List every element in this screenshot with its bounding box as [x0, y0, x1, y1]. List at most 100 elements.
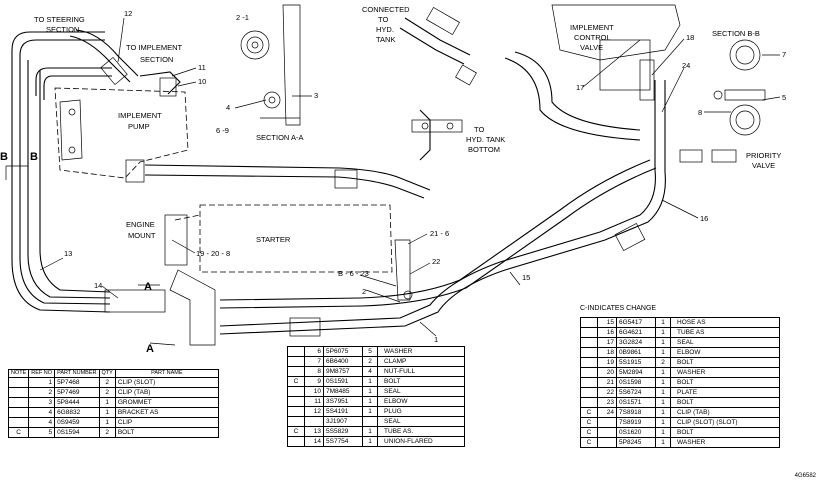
column-header-note: NOTE	[7, 369, 30, 378]
cell-part-name: CLIP (TAB)	[670, 407, 780, 418]
section-bb-clip	[713, 39, 766, 136]
cell-part-name: BOLT	[670, 357, 780, 368]
drawing-reference-number: 4G6582	[794, 473, 816, 479]
cell-qty: 1	[362, 376, 378, 387]
cell-qty: 1	[655, 427, 671, 438]
cell-part-name: GROMMET	[114, 397, 219, 408]
cell-ref-no: 19	[597, 357, 617, 368]
label-19-20-8: 19 - 20 - 8	[196, 249, 230, 258]
cell-part-name: WASHER	[377, 346, 465, 357]
cell-note	[287, 386, 305, 397]
cell-part-number: 0S1571	[616, 397, 656, 408]
tank-return-line	[399, 6, 477, 161]
cell-ref-no: 22	[597, 387, 617, 398]
priority-valve-fitting	[679, 149, 737, 163]
cell-note: C	[580, 407, 598, 418]
cell-ref-no: 5	[28, 427, 56, 438]
cell-ref-no: 18	[597, 347, 617, 358]
cell-part-name: NUT-FULL	[377, 366, 465, 377]
cell-part-number: 9M8757	[323, 366, 363, 377]
cell-note	[580, 357, 598, 368]
cell-part-name: BOLT	[377, 376, 465, 387]
label-control: CONTROL	[574, 33, 611, 42]
cell-qty: 1	[362, 406, 378, 417]
cell-part-number: 5M2894	[616, 367, 656, 378]
cell-ref-no: 16	[597, 327, 617, 338]
cell-qty: 2	[362, 356, 378, 367]
cell-ref-no: 4	[28, 417, 56, 428]
cell-part-name: CLIP (SLOT)	[114, 377, 219, 388]
cell-note	[580, 387, 598, 398]
cell-note	[580, 337, 598, 348]
cell-ref-no: 20	[597, 367, 617, 378]
label-5: 5	[782, 93, 786, 102]
cell-part-name: CLIP (SLOT) (SLOT)	[670, 417, 780, 428]
cell-part-name: WASHER	[670, 437, 780, 448]
label-6-9: 6 -9	[216, 126, 229, 135]
cell-part-number: 5P8444	[54, 397, 100, 408]
label-22: 22	[432, 257, 440, 266]
label-24: 24	[682, 61, 690, 70]
change-legend: C-INDICATES CHANGE	[580, 305, 657, 312]
cell-ref-no: 12	[304, 406, 324, 417]
cell-note	[580, 397, 598, 408]
cell-note: C	[7, 427, 30, 438]
cell-note: C	[580, 427, 598, 438]
label-8: 8	[698, 108, 702, 117]
cell-ref-no: 23	[597, 397, 617, 408]
cell-ref-no: 21	[597, 377, 617, 388]
cell-ref-no: 14	[304, 436, 324, 447]
cell-ref-no: 17	[597, 337, 617, 348]
cell-ref-no: 13	[304, 426, 324, 437]
cell-part-number: 3J1907	[323, 416, 363, 427]
cell-part-number: 7M8485	[323, 386, 363, 397]
cell-qty: 1	[98, 417, 116, 428]
cell-ref-no: 2	[28, 387, 56, 398]
label-connected: CONNECTED	[362, 5, 410, 14]
cell-qty	[362, 416, 378, 427]
cell-ref-no: 7	[304, 356, 324, 367]
cell-qty: 2	[98, 427, 116, 438]
cell-part-number: 0S1591	[323, 376, 363, 387]
cell-part-number: 6B6400	[323, 356, 363, 367]
cell-qty: 1	[655, 437, 671, 448]
cell-ref-no: 1	[28, 377, 56, 388]
label-implement-valve: IMPLEMENT	[570, 23, 614, 32]
cell-part-name: BOLT	[670, 377, 780, 388]
cell-ref-no: 24	[597, 407, 617, 418]
cell-qty: 1	[98, 397, 116, 408]
cell-part-number: 6G5417	[616, 317, 656, 328]
cell-part-name: BRACKET AS	[114, 407, 219, 418]
cell-part-number: 5P7469	[54, 387, 100, 398]
cell-qty: 1	[362, 426, 378, 437]
cell-part-name: ELBOW	[670, 347, 780, 358]
cell-part-number: 5P7468	[54, 377, 100, 388]
label-section-b-right: B	[30, 151, 38, 163]
cell-ref-no: 15	[597, 317, 617, 328]
label-to-steering: TO STEERING	[34, 15, 85, 24]
cell-part-number: 0S9459	[54, 417, 100, 428]
cell-part-number: 3G2824	[616, 337, 656, 348]
cell-qty: 2	[655, 357, 671, 368]
cell-note	[287, 406, 305, 417]
cell-part-name: SEAL	[670, 337, 780, 348]
